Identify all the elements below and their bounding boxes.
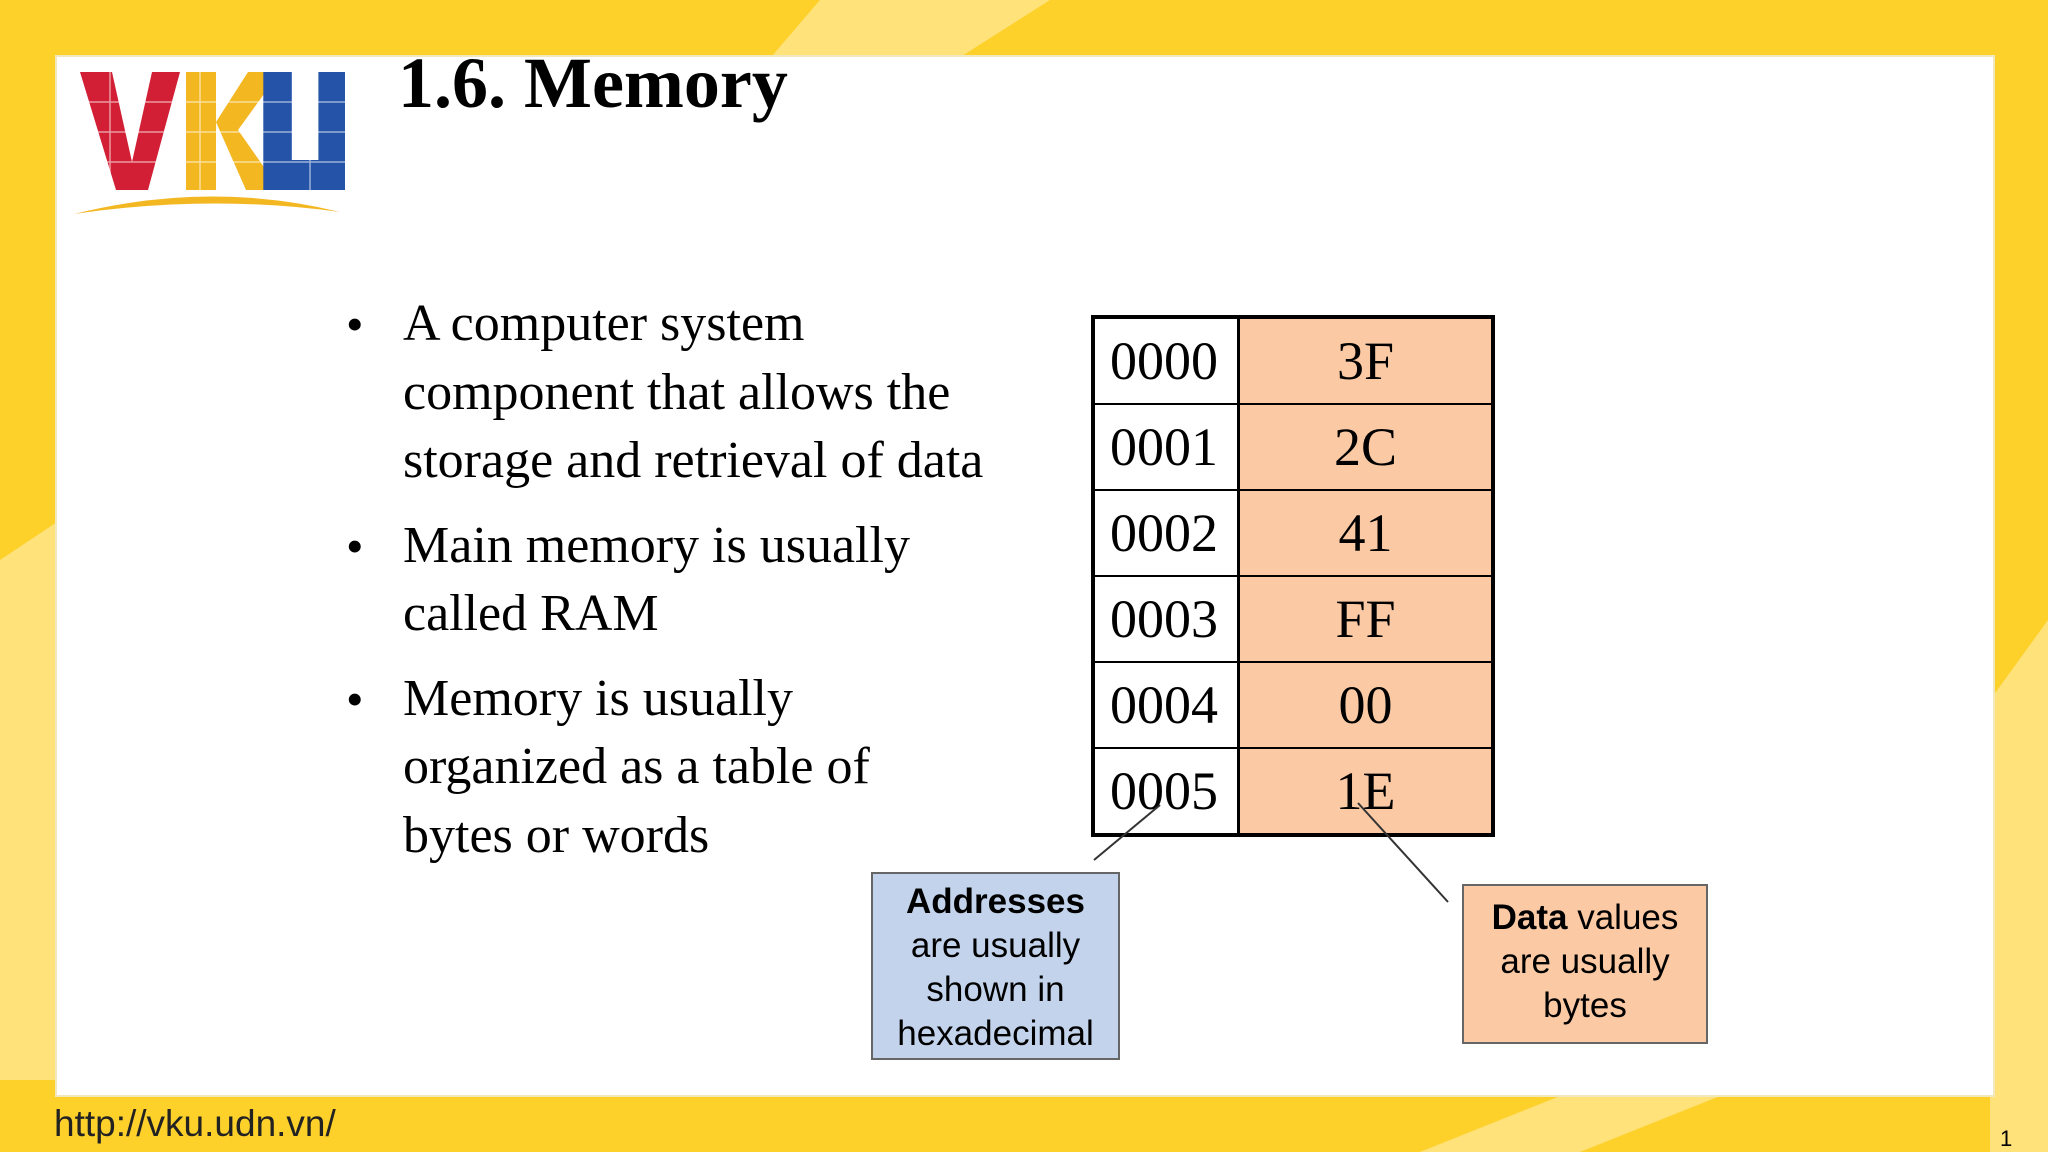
memory-table: 0000 3F 0001 2C 0002 41 0003 FF 0004 00 … [1091,315,1495,837]
bullet-list: • A computer system component that allow… [340,290,1000,886]
data-callout-text: values are usually bytes [1500,898,1679,1025]
bullet-text: Memory is usually organized as a table o… [403,669,870,864]
addresses-callout: Addresses are usually shown in hexadecim… [871,872,1120,1060]
address-cell: 0000 [1095,319,1240,403]
memory-row: 0001 2C [1095,405,1491,491]
memory-row: 0000 3F [1095,319,1491,405]
slide-title: 1.6. Memory [398,43,788,123]
data-cell: 41 [1240,491,1491,575]
memory-row: 0002 41 [1095,491,1491,577]
addresses-callout-text: are usually shown in hexadecimal [897,926,1094,1053]
address-cell: 0003 [1095,577,1240,661]
data-cell: 2C [1240,405,1491,489]
data-cell: 00 [1240,663,1491,747]
addresses-callout-bold: Addresses [906,882,1085,921]
footer-url[interactable]: http://vku.udn.vn/ [54,1103,336,1144]
memory-row: 0005 1E [1095,749,1491,833]
bullet-text: Main memory is usually called RAM [403,516,910,643]
bullet-item: • Memory is usually organized as a table… [340,665,1000,871]
data-cell: FF [1240,577,1491,661]
memory-row: 0004 00 [1095,663,1491,749]
page-number: 1 [2000,1126,2013,1151]
data-callout-bold: Data [1491,898,1568,937]
data-values-callout: Data values are usually bytes [1462,884,1708,1044]
bullet-item: • A computer system component that allow… [340,290,1000,496]
bullet-dot-icon: • [346,670,364,727]
address-cell: 0001 [1095,405,1240,489]
address-cell: 0004 [1095,663,1240,747]
bullet-text: A computer system component that allows … [403,295,984,489]
data-cell: 1E [1240,749,1491,833]
bullet-dot-icon: • [346,517,364,574]
bullet-item: • Main memory is usually called RAM [340,512,1000,649]
vku-logo-icon [70,62,350,214]
data-cell: 3F [1240,319,1491,403]
address-cell: 0002 [1095,491,1240,575]
bullet-dot-icon: • [346,296,364,352]
memory-row: 0003 FF [1095,577,1491,663]
address-cell: 0005 [1095,749,1240,833]
vku-logo [70,62,350,222]
